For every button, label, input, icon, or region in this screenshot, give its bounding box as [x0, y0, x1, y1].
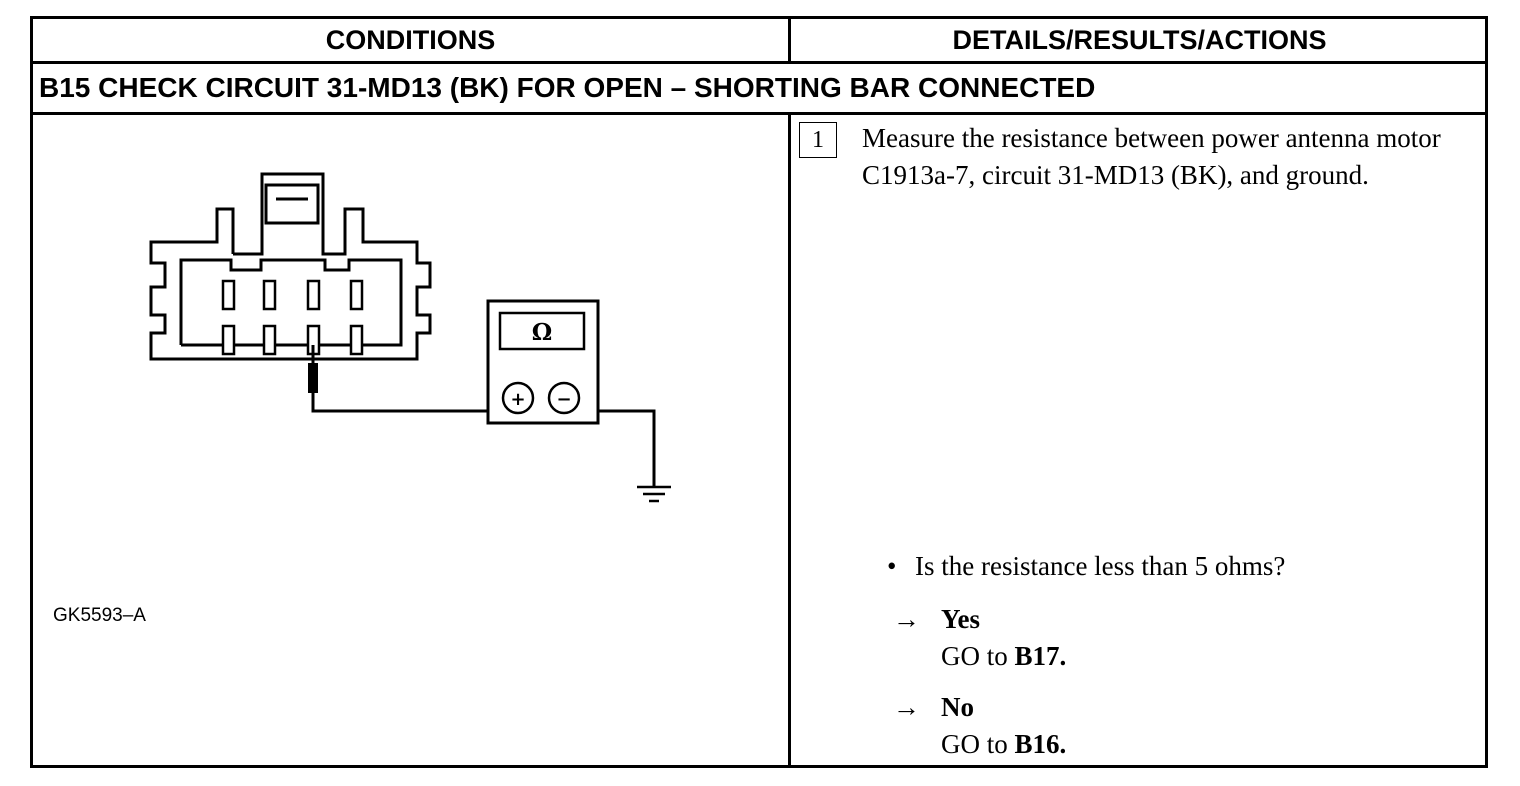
answer-yes: → Yes GO to B17.	[893, 601, 1066, 675]
answer-no: → No GO to B16.	[893, 689, 1066, 763]
ohmmeter: Ω + −	[486, 299, 600, 425]
meter-display	[498, 311, 586, 351]
figure-id: GK5593–A	[53, 605, 146, 626]
diagnostic-table: CONDITIONS DETAILS/RESULTS/ACTIONS B15 C…	[30, 16, 1488, 768]
arrow-right-icon: →	[893, 604, 920, 634]
go-prefix: GO to	[941, 729, 1015, 759]
header-column-divider	[788, 19, 791, 64]
question: • Is the resistance less than 5 ohms?	[887, 551, 1285, 582]
body-column-divider	[788, 112, 791, 768]
terminal-cavities	[221, 279, 364, 356]
go-target-link[interactable]: B17.	[1014, 641, 1067, 671]
negative-lead	[578, 409, 656, 487]
arrow-right-icon: →	[893, 692, 920, 722]
bullet-icon: •	[887, 551, 897, 581]
ohm-symbol: Ω	[532, 319, 552, 346]
header-divider	[33, 61, 1485, 64]
answer-no-label: No	[941, 692, 974, 722]
plus-sign: +	[510, 389, 525, 410]
step-title: B15 CHECK CIRCUIT 31-MD13 (BK) FOR OPEN …	[39, 72, 1096, 103]
ground-icon	[637, 485, 671, 503]
connector-diagram: Ω + − GK5593–A	[33, 115, 788, 768]
details-header: DETAILS/RESULTS/ACTIONS	[952, 24, 1327, 55]
instruction-text: Measure the resistance between power ant…	[862, 123, 1441, 190]
conditions-header: CONDITIONS	[325, 24, 496, 55]
minus-sign: −	[556, 389, 571, 410]
test-probe	[308, 345, 318, 393]
step-number: 1	[799, 122, 837, 158]
go-target-link[interactable]: B16.	[1014, 729, 1067, 759]
question-text: Is the resistance less than 5 ohms?	[915, 551, 1286, 581]
answer-yes-label: Yes	[941, 604, 980, 634]
positive-lead	[311, 391, 505, 413]
go-prefix: GO to	[941, 641, 1015, 671]
wiring-illustration: Ω + −	[149, 172, 671, 503]
connector-body	[149, 172, 432, 361]
answer-no-action: GO to B16.	[893, 726, 1066, 763]
positive-terminal	[501, 381, 535, 415]
answer-yes-action: GO to B17.	[893, 638, 1066, 675]
negative-terminal	[547, 381, 581, 415]
title-divider	[33, 112, 1485, 115]
